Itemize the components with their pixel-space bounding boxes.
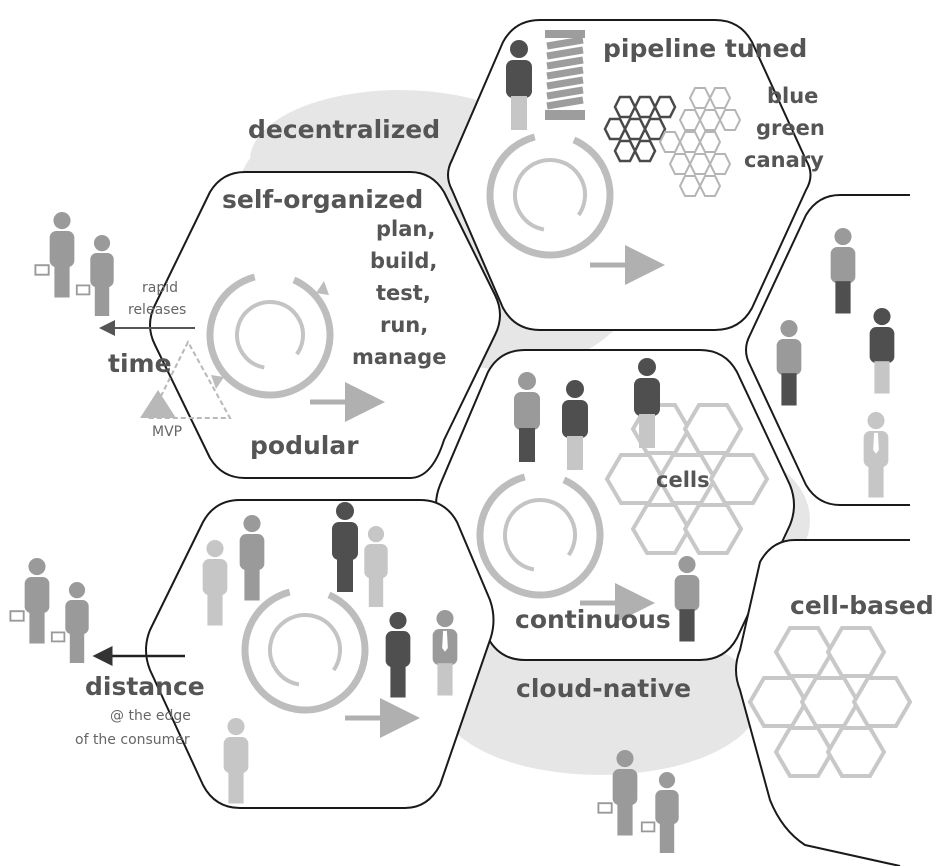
- label-test: test,: [376, 281, 431, 305]
- mvp-triangle-icon: [140, 339, 232, 419]
- label-distance: distance: [85, 672, 205, 701]
- label-cells: cells: [656, 468, 710, 492]
- hex-pipeline: [447, 19, 812, 331]
- cycle-arrows-icon: [476, 471, 655, 623]
- hexagon-cell-group-cell-based: [747, 626, 913, 778]
- shopper-with-basket-icon: [9, 558, 50, 644]
- person-icon: [332, 502, 358, 592]
- person-icon: [202, 540, 228, 626]
- label-pipeline-tuned: pipeline tuned: [603, 34, 807, 63]
- label-podular: podular: [250, 431, 359, 460]
- label-plan: plan,: [376, 217, 435, 241]
- shopper-with-basket-icon: [640, 772, 679, 853]
- hexagon-cluster-light: [658, 87, 742, 197]
- person-icon: [223, 718, 249, 804]
- label-run: run,: [380, 313, 428, 337]
- label-self-organized: self-organized: [222, 185, 423, 214]
- pipeline-spring-icon: [545, 30, 585, 120]
- people-layer: [9, 40, 895, 853]
- label-blue: blue: [767, 84, 818, 108]
- cycle-arrows-icon: [241, 586, 420, 738]
- person-icon: [432, 610, 458, 696]
- hex-self-organized: [149, 171, 501, 479]
- label-time: time: [108, 349, 172, 378]
- shopper-with-basket-icon: [597, 750, 638, 836]
- person-icon: [634, 358, 660, 448]
- hex-right-top-partial: [745, 194, 910, 506]
- label-decentralized: decentralized: [248, 115, 440, 144]
- cycle-arrows-icon: [206, 271, 385, 422]
- label-cloud-native: cloud-native: [516, 674, 691, 703]
- person-icon: [514, 372, 540, 462]
- person-icon: [863, 412, 889, 498]
- cycle-arrows-icon: [486, 131, 665, 285]
- label-canary: canary: [744, 148, 824, 172]
- label-cell-based: cell-based: [790, 591, 934, 620]
- label-releases: releases: [128, 302, 186, 318]
- label-manage: manage: [352, 345, 446, 369]
- hexagon-cluster-dark: [603, 95, 677, 163]
- person-icon: [562, 380, 588, 470]
- hexagon-cell-group-cells: [604, 403, 770, 555]
- label-rapid: rapid: [142, 280, 178, 296]
- person-icon: [830, 228, 856, 314]
- person-icon: [674, 556, 700, 642]
- label-green: green: [756, 116, 825, 140]
- person-icon: [364, 526, 388, 607]
- label-mvp: MVP: [152, 424, 182, 440]
- person-icon: [385, 612, 411, 698]
- person-icon: [506, 40, 532, 130]
- label-edge-line2: of the consumer: [75, 732, 190, 748]
- label-edge-line1: @ the edge: [110, 708, 191, 724]
- person-icon: [239, 515, 265, 601]
- shopper-with-basket-icon: [50, 582, 89, 663]
- shopper-with-basket-icon: [75, 235, 114, 316]
- person-icon: [869, 308, 895, 394]
- label-build: build,: [370, 249, 437, 273]
- shopper-with-basket-icon: [34, 212, 75, 298]
- person-icon: [776, 320, 802, 406]
- label-continuous: continuous: [515, 605, 671, 634]
